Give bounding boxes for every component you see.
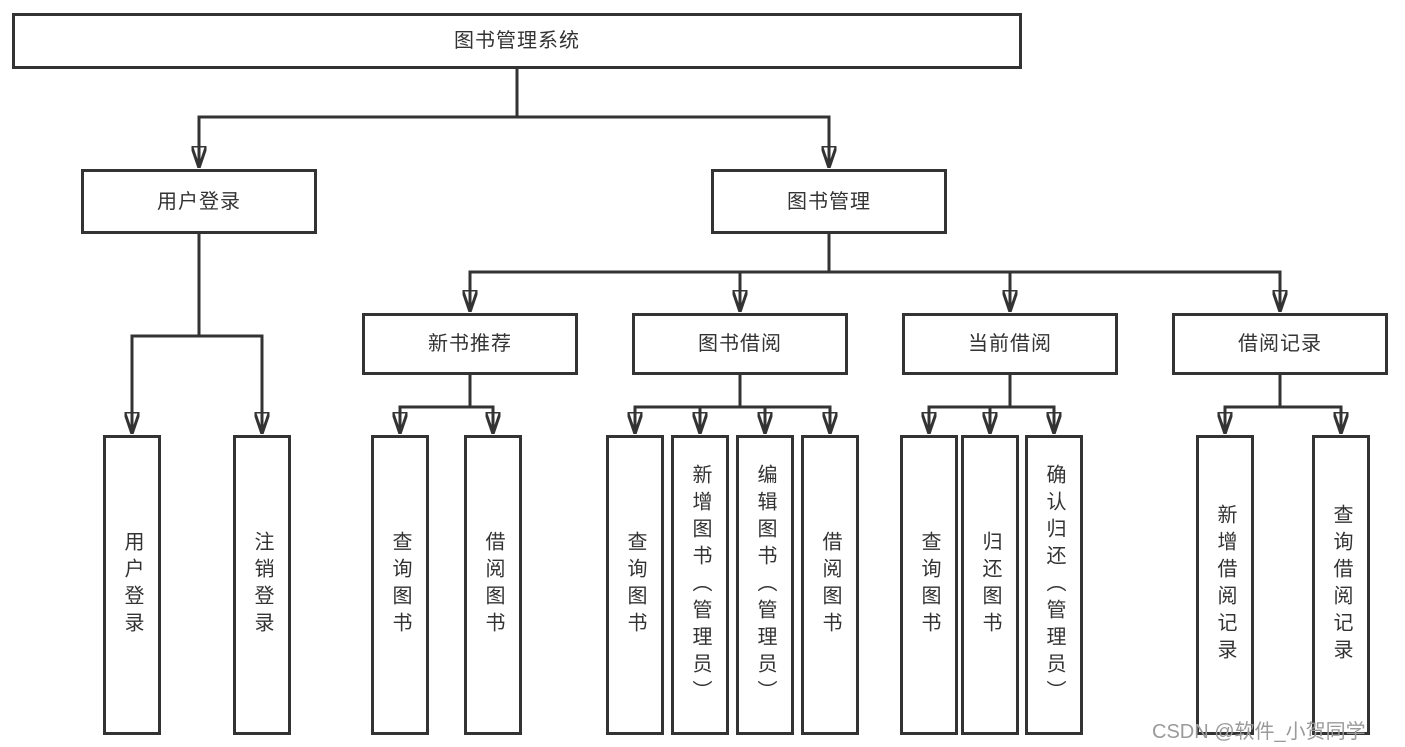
node-book-borrowing-label: 图书借阅 xyxy=(698,333,782,355)
node-user-login-label: 用户登录 xyxy=(157,190,241,213)
leaf-query-books-recommend-label: 查询图书 xyxy=(389,531,411,639)
leaf-query-books-borrow: 查询图书 xyxy=(606,435,664,735)
node-borrowing-records: 借阅记录 xyxy=(1172,313,1388,375)
leaf-add-borrow-record-label: 新增借阅记录 xyxy=(1214,504,1236,666)
connector-borrow-to-edit xyxy=(738,375,765,432)
leaf-query-books-current: 查询图书 xyxy=(900,435,958,735)
node-current-borrowing-label: 当前借阅 xyxy=(968,333,1052,355)
leaf-confirm-return-admin: 确认归还（管理员） xyxy=(1025,435,1083,735)
leaf-add-books-admin: 新增图书（管理员） xyxy=(671,435,729,735)
connector-bookmgmt-to-book-borrow xyxy=(740,234,831,310)
leaf-confirm-return-admin-label: 确认归还（管理员） xyxy=(1043,463,1065,707)
node-system: 图书管理系统 xyxy=(12,13,1022,69)
leaf-return-books-label: 归还图书 xyxy=(979,531,1001,639)
leaf-edit-books-admin: 编辑图书（管理员） xyxy=(736,435,794,735)
connector-current-to-return xyxy=(990,375,1012,432)
leaf-borrow-books-label: 借阅图书 xyxy=(819,531,841,639)
leaf-query-borrow-record: 查询借阅记录 xyxy=(1312,435,1370,735)
node-book-management: 图书管理 xyxy=(711,169,947,234)
node-user-login: 用户登录 xyxy=(81,169,317,234)
node-book-management-label: 图书管理 xyxy=(787,190,871,213)
node-new-book-recommendation-label: 新书推荐 xyxy=(428,333,512,355)
leaf-user-login-label: 用户登录 xyxy=(121,531,143,639)
connector-records-to-query xyxy=(1278,375,1341,432)
leaf-query-books-recommend: 查询图书 xyxy=(371,435,429,735)
csdn-watermark: CSDN @软件_小贺同学 xyxy=(1152,721,1366,743)
leaf-query-borrow-record-label: 查询借阅记录 xyxy=(1330,504,1352,666)
leaf-borrow-books: 借阅图书 xyxy=(801,435,859,735)
leaf-borrow-books-recommend-label: 借阅图书 xyxy=(482,531,504,639)
leaf-return-books: 归还图书 xyxy=(961,435,1019,735)
leaf-logout: 注销登录 xyxy=(233,435,291,735)
node-borrowing-records-label: 借阅记录 xyxy=(1238,333,1322,355)
connector-records-to-add xyxy=(1225,375,1282,432)
connector-newbook-to-borrow xyxy=(468,375,493,432)
leaf-add-borrow-record: 新增借阅记录 xyxy=(1196,435,1254,735)
connector-user-login-to-leaf-login xyxy=(132,234,201,432)
leaf-logout-label: 注销登录 xyxy=(251,531,273,639)
leaf-query-books-current-label: 查询图书 xyxy=(918,531,940,639)
connector-current-to-query xyxy=(929,375,1012,432)
connector-borrow-to-add xyxy=(700,375,742,432)
node-current-borrowing: 当前借阅 xyxy=(902,313,1118,375)
leaf-edit-books-admin-label: 编辑图书（管理员） xyxy=(754,463,776,707)
leaf-query-books-borrow-label: 查询图书 xyxy=(624,531,646,639)
connector-borrow-to-query xyxy=(635,375,742,432)
leaf-add-books-admin-label: 新增图书（管理员） xyxy=(689,463,711,707)
leaf-borrow-books-recommend: 借阅图书 xyxy=(464,435,522,735)
connector-borrow-to-borrowbook xyxy=(738,375,830,432)
connector-user-login-to-leaf-logout xyxy=(197,234,262,432)
connector-newbook-to-query xyxy=(400,375,472,432)
connector-system-to-user-login xyxy=(199,69,519,166)
connector-bookmgmt-to-borrow-records xyxy=(827,234,1280,310)
connector-system-to-book-management xyxy=(515,69,829,166)
connector-current-to-confirm xyxy=(1008,375,1054,432)
node-system-label: 图书管理系统 xyxy=(454,30,580,52)
node-new-book-recommendation: 新书推荐 xyxy=(362,313,578,375)
node-book-borrowing: 图书借阅 xyxy=(632,313,848,375)
leaf-user-login: 用户登录 xyxy=(103,435,161,735)
